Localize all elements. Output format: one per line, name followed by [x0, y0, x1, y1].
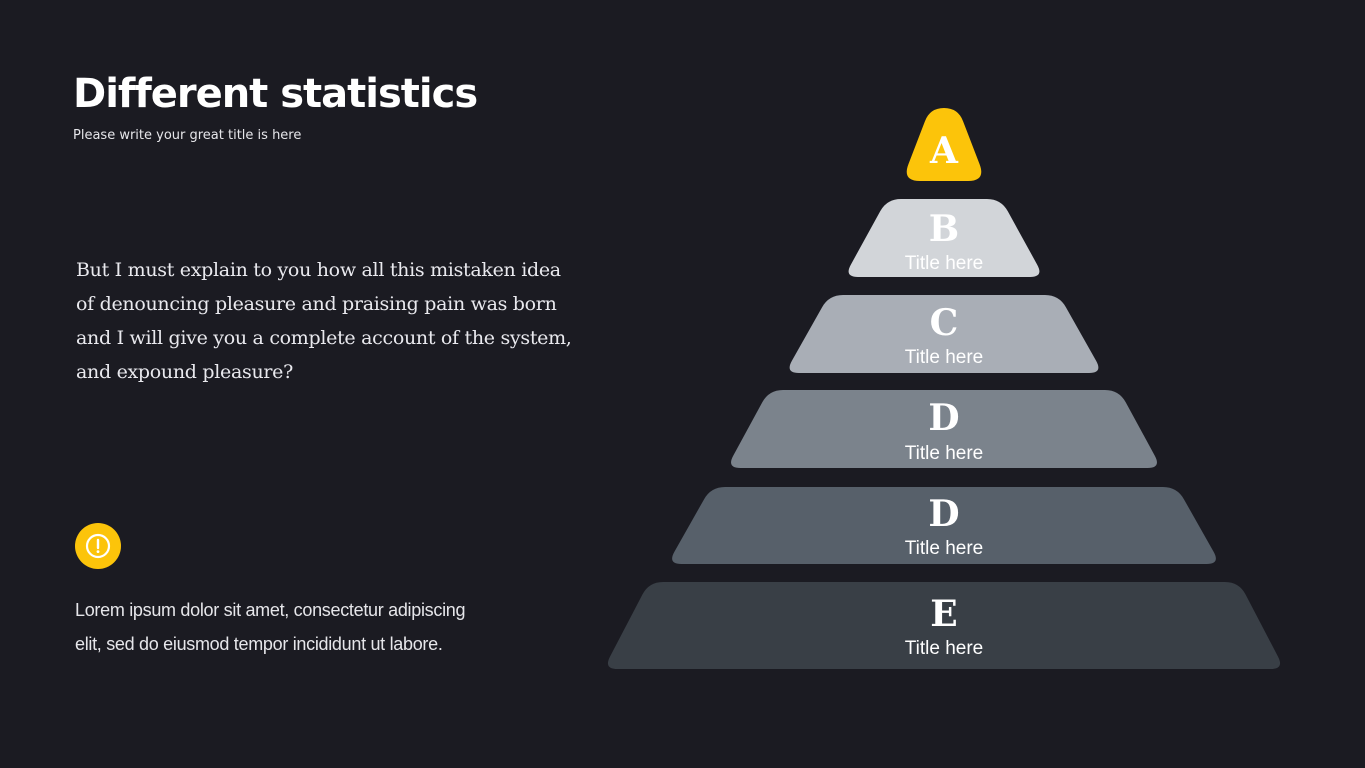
- pyramid-tier-d: D Title here: [731, 390, 1157, 468]
- alert-icon-dot: [96, 550, 100, 553]
- tier-shape: [848, 199, 1040, 277]
- tier-letter: C: [930, 302, 959, 344]
- note-paragraph: Lorem ipsum dolor sit amet, consectetur …: [75, 600, 466, 654]
- tier-shape: [906, 108, 982, 181]
- tier-label: Title here: [905, 253, 984, 274]
- alert-icon-ring: [85, 533, 111, 559]
- tier-label: Title here: [905, 538, 984, 559]
- pyramid-tier-a: A: [906, 108, 982, 181]
- tier-shape: [607, 582, 1281, 669]
- tier-letter: B: [929, 208, 959, 250]
- tier-shape: [731, 390, 1157, 468]
- tier-label: Title here: [905, 347, 984, 368]
- tier-shape: [789, 295, 1099, 373]
- intro-paragraph: But I must explain to you how all this m…: [76, 259, 572, 383]
- tier-letter: D: [928, 397, 959, 439]
- alert-circle-icon: [75, 523, 121, 569]
- slide-title: Different statistics: [73, 71, 478, 117]
- tier-label: Title here: [905, 443, 984, 464]
- pyramid-tier-b: B Title here: [848, 199, 1040, 277]
- tier-letter: D: [928, 493, 959, 535]
- pyramid-tier-d2: D Title here: [672, 487, 1216, 564]
- tier-shape: [672, 487, 1216, 564]
- slide-subtitle: Please write your great title is here: [73, 128, 302, 143]
- pyramid-tier-c: C Title here: [789, 295, 1099, 373]
- tier-label: Title here: [905, 638, 984, 659]
- tier-letter: E: [930, 593, 957, 635]
- pyramid-tier-e: E Title here: [607, 582, 1281, 669]
- tier-letter: A: [929, 130, 959, 172]
